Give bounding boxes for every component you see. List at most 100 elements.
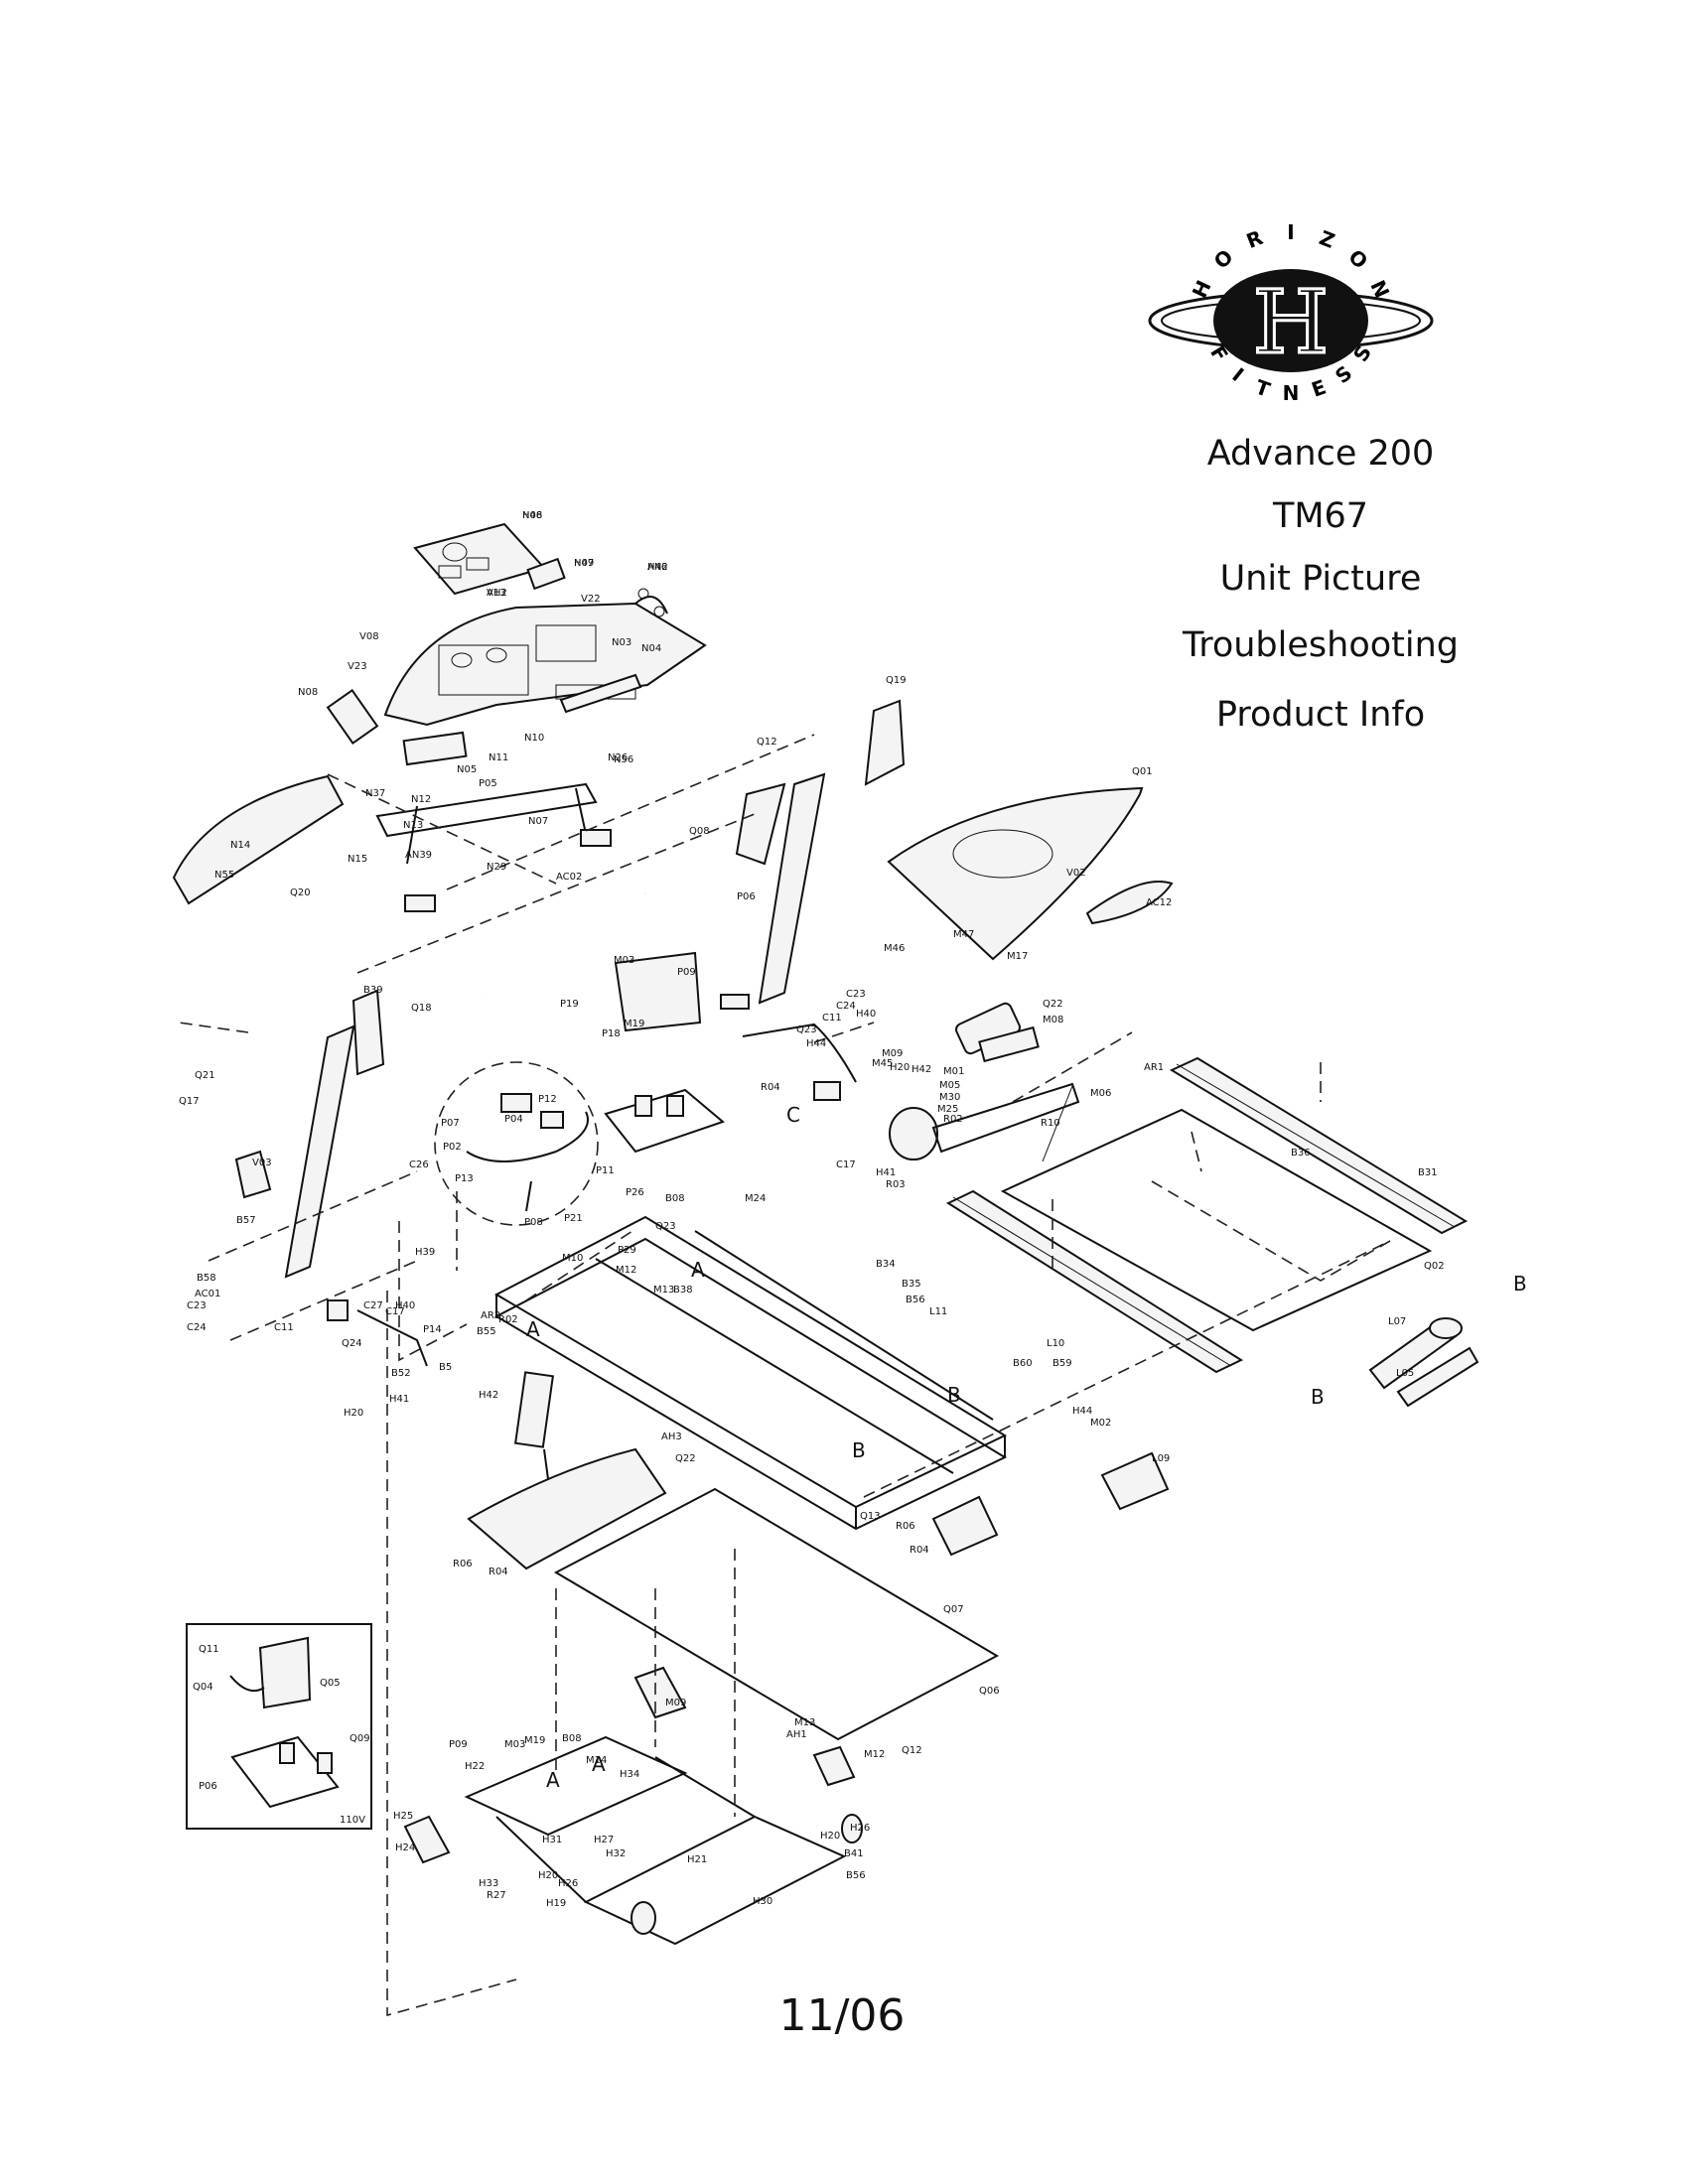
part-label: H40	[395, 1300, 415, 1311]
incline-frame	[403, 1666, 863, 1946]
part-label: H24	[395, 1843, 415, 1853]
part-label: H19	[546, 1898, 566, 1909]
console-housing	[383, 602, 707, 727]
console-keypad-left	[326, 688, 379, 746]
part-label: P09	[677, 967, 696, 978]
part-label: H40	[856, 1009, 876, 1020]
rear-endcaps	[931, 1451, 1170, 1557]
part-label: M08	[1043, 1015, 1063, 1025]
part-label: N37	[365, 788, 385, 799]
part-label: N03	[612, 637, 632, 648]
part-label: Q08	[689, 826, 710, 837]
part-label: AR1	[1144, 1062, 1164, 1073]
part-label: M13	[794, 1717, 815, 1728]
handrails	[327, 1023, 857, 1367]
part-label: R04	[489, 1567, 508, 1577]
part-label: B34	[876, 1259, 896, 1270]
part-label: C17	[836, 1160, 856, 1170]
main-frame	[493, 1215, 1008, 1531]
unit-picture-link[interactable]: Unit Picture	[1219, 559, 1422, 599]
right-upright	[720, 699, 906, 1010]
section-letter-b-low: B	[852, 1438, 866, 1462]
part-label: M12	[616, 1265, 636, 1276]
part-label: C11	[274, 1322, 294, 1333]
section-letter-a-low: A	[592, 1752, 606, 1776]
part-label: Q13	[860, 1511, 881, 1522]
part-label: B36	[1291, 1148, 1311, 1159]
part-label: B41	[844, 1848, 864, 1859]
part-label: Q17	[179, 1096, 200, 1107]
part-label: V22	[581, 594, 601, 605]
part-label: AC12	[1146, 897, 1172, 908]
part-label: M10	[562, 1253, 583, 1264]
part-label: B56	[846, 1870, 866, 1881]
model-name-link[interactable]: Advance 200	[1206, 434, 1435, 474]
control-board	[604, 951, 725, 1154]
section-letter-a-top: A	[691, 1258, 705, 1282]
deck-board	[1000, 1108, 1433, 1332]
model-code-link[interactable]: TM67	[1272, 496, 1369, 536]
part-label: B57	[236, 1215, 256, 1226]
part-label: C24	[836, 1001, 856, 1012]
part-label: L09	[1152, 1453, 1170, 1464]
part-label: AC02	[556, 872, 582, 883]
part-label: H39	[415, 1247, 435, 1258]
motor-hood	[887, 786, 1174, 961]
part-label: H42	[479, 1390, 498, 1401]
part-label: P29	[618, 1245, 636, 1256]
motor-cover-tray	[467, 1447, 667, 1570]
side-rail-right	[1169, 1056, 1469, 1235]
part-label: N29	[487, 862, 506, 873]
part-label: V02	[1066, 868, 1086, 879]
part-label: H33	[479, 1878, 498, 1889]
part-label: B38	[673, 1285, 693, 1296]
part-label: Q18	[411, 1003, 432, 1014]
part-label: H20	[890, 1062, 910, 1073]
part-label: B55	[477, 1326, 496, 1337]
part-label: M45	[872, 1058, 893, 1069]
part-label: B08	[562, 1733, 582, 1744]
part-label: H20	[538, 1870, 558, 1881]
part-label: Q21	[195, 1070, 215, 1081]
part-label: M03	[504, 1739, 525, 1750]
logo-monogram: H	[1253, 271, 1330, 373]
part-label: C27	[363, 1300, 383, 1311]
part-label: L11	[929, 1306, 947, 1317]
part-label: M01	[943, 1066, 964, 1077]
section-letters: A A A A B B B B C	[526, 1103, 1527, 1792]
part-label: B31	[1418, 1167, 1438, 1178]
console-side-panel	[172, 774, 345, 905]
assembly-guide-lines	[178, 734, 1391, 2017]
part-label: N26	[608, 752, 628, 763]
part-label: Q23	[796, 1024, 817, 1035]
part-label: M19	[524, 1735, 545, 1746]
part-label: H41	[876, 1167, 896, 1178]
part-label: L10	[1047, 1338, 1064, 1349]
part-label: M02	[1090, 1418, 1111, 1429]
part-label: H46	[647, 562, 667, 573]
part-label: V23	[348, 661, 367, 672]
part-label: N56	[614, 754, 633, 765]
part-label: M19	[624, 1019, 644, 1029]
troubleshooting-link[interactable]: Troubleshooting	[1182, 625, 1460, 665]
part-label: M12	[864, 1749, 885, 1760]
part-label: P19	[560, 999, 579, 1010]
part-label: Q22	[675, 1453, 696, 1464]
part-label: H32	[606, 1848, 626, 1859]
product-info-link[interactable]: Product Info	[1215, 695, 1426, 735]
logo-bottom-letter: N	[1283, 381, 1300, 405]
part-label: M46	[884, 943, 905, 954]
inset-110v-box: 110V	[186, 1623, 372, 1830]
section-letter-b-frame: B	[947, 1383, 961, 1407]
part-label: H30	[753, 1896, 772, 1907]
part-label: H20	[344, 1408, 363, 1419]
heart-rate-clip	[634, 588, 668, 617]
console-pcb	[559, 673, 642, 714]
part-label: H47	[574, 558, 594, 569]
part-label: R04	[910, 1545, 929, 1556]
part-label: R10	[1041, 1118, 1060, 1129]
part-label: M05	[939, 1080, 960, 1091]
section-letter-a-mid: A	[526, 1317, 540, 1341]
part-label: AN39	[405, 850, 432, 861]
part-label: M03	[614, 955, 634, 966]
